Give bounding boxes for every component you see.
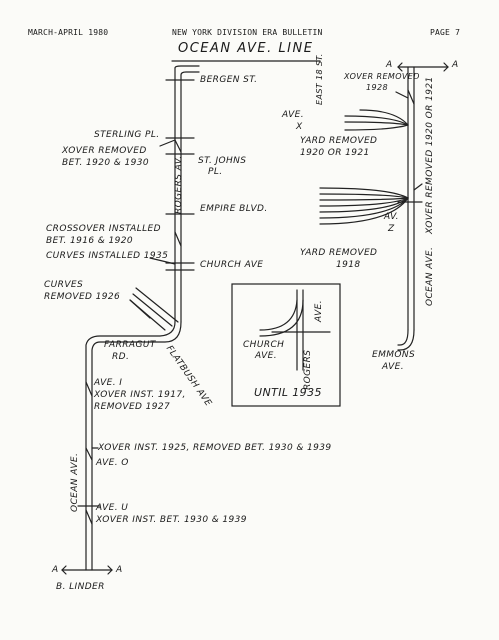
label-church-ave: CHURCH AVE: [200, 260, 264, 270]
track-right-end-a: [397, 329, 409, 346]
label-section-a-top-right: A: [452, 60, 459, 70]
arrow-sterling: [159, 139, 176, 147]
label-1928: 1928: [366, 83, 388, 92]
label-removed-1927: REMOVED 1927: [94, 402, 171, 412]
label-ave-u: AVE. U: [96, 503, 129, 513]
label-ave-z: AV.: [384, 212, 399, 222]
label-inset-ave: AVE.: [314, 299, 324, 322]
track-curve-right: [91, 321, 182, 571]
label-inset-rogers: ROGERS: [303, 349, 313, 390]
yard-z-lead-3: [319, 197, 409, 201]
label-crossover-installed: CROSSOVER INSTALLED: [46, 224, 161, 234]
xover-sterling: [174, 139, 182, 153]
track-right-end-b: [397, 329, 415, 351]
label-yard-removed-1920: YARD REMOVED: [300, 136, 378, 146]
xover-ave-o: [85, 447, 93, 461]
arrow-curves-installed: [149, 257, 176, 265]
label-bet-1916-1920: BET. 1916 & 1920: [46, 236, 133, 246]
section-arrow-top-left: [397, 62, 403, 72]
label-curves-installed: CURVES INSTALLED 1935: [46, 251, 169, 261]
label-st-johns-pl: PL.: [208, 167, 223, 177]
label-author: B. LINDER: [56, 582, 105, 592]
label-xover-inst-1930: XOVER INST. BET. 1930 & 1939: [96, 515, 247, 525]
section-arrow-top-right: [443, 62, 449, 72]
header-date: MARCH-APRIL 1980: [28, 28, 109, 37]
xover-east-18: [407, 89, 415, 105]
label-ocean-ave-left: OCEAN AVE.: [70, 452, 80, 512]
flatbush-line-b: [132, 293, 173, 327]
section-arrow-bottom-right: [107, 565, 113, 575]
diagram-title: OCEAN AVE. LINE: [178, 41, 314, 56]
yard-x-lead-1: [359, 109, 409, 126]
track-curve-left: [85, 321, 176, 571]
label-section-a-top-left: A: [386, 60, 393, 70]
header-page-number: PAGE 7: [430, 28, 461, 37]
yard-z-lead-4: [319, 197, 409, 207]
xover-rogers: [174, 231, 182, 247]
arrow-xover-right: [413, 183, 423, 191]
label-section-a-left: A: [52, 565, 59, 575]
label-bet-1920-1930: BET. 1920 & 1930: [62, 158, 149, 168]
label-xover-inst-1925: XOVER INST. 1925, REMOVED BET. 1930 & 19…: [98, 443, 332, 453]
flatbush-line-c: [135, 287, 179, 323]
label-xover-removed-1920: XOVER REMOVED: [62, 146, 147, 156]
label-xover-inst-1917: XOVER INST. 1917,: [94, 390, 186, 400]
yard-z-lead-7: [319, 197, 409, 225]
label-ocean-ave-right: OCEAN AVE.: [425, 246, 435, 306]
label-emmons-ave: AVE.: [382, 362, 405, 372]
label-east-18-st: EAST 18 ST.: [315, 53, 324, 105]
label-bergen-st: BERGEN ST.: [200, 75, 258, 85]
label-inset-church: CHURCH: [243, 340, 285, 350]
label-until-1935: UNTIL 1935: [254, 386, 322, 399]
label-st-johns: ST. JOHNS: [198, 156, 247, 166]
xover-ave-u: [85, 509, 93, 525]
track-top-bend-right: [180, 71, 200, 76]
label-farragut: FARRAGUT: [104, 340, 156, 350]
yard-z-lead-2: [319, 193, 409, 199]
label-1920-or-1921: 1920 OR 1921: [300, 148, 370, 158]
label-1918: 1918: [336, 260, 361, 270]
label-emmons: EMMONS: [372, 350, 416, 360]
label-inset-church-ave: AVE.: [255, 351, 278, 361]
track-top-bend-left: [174, 65, 200, 69]
xover-ave-i: [85, 381, 93, 397]
inset-curve-a: [259, 299, 298, 331]
label-ave-x-letter: X: [296, 122, 303, 132]
yard-z-lead-5: [319, 197, 409, 213]
header-publication: NEW YORK DIVISION ERA BULLETIN: [172, 28, 323, 37]
label-ave-z-letter: Z: [388, 224, 395, 234]
label-section-a-right: A: [116, 565, 123, 575]
label-ave-o: AVE. O: [96, 458, 129, 468]
label-ave-x: AVE.: [282, 110, 305, 120]
yard-x-lead-4: [344, 124, 409, 131]
label-rogers-av: ROGERS AV.: [174, 155, 184, 214]
section-arrow-bottom-left: [61, 565, 67, 575]
label-yard-removed-1918: YARD REMOVED: [300, 248, 378, 258]
label-xover-removed-1928: XOVER REMOVED: [344, 72, 420, 81]
yard-x-lead-2: [344, 115, 409, 126]
yard-z-lead-1: [319, 187, 409, 199]
label-removed-1926: REMOVED 1926: [44, 292, 121, 302]
label-sterling-pl: STERLING PL.: [94, 130, 160, 140]
label-ave-i: AVE. I: [94, 378, 123, 388]
label-curves: CURVES: [44, 280, 84, 290]
inset-curve-b: [259, 299, 304, 337]
label-farragut-rd: RD.: [112, 352, 130, 362]
label-empire-blvd: EMPIRE BLVD.: [200, 204, 268, 214]
label-xover-removed-right: XOVER REMOVED 1920 OR 1921: [425, 76, 435, 234]
inset-frame: [231, 283, 341, 407]
arrow-curves-removed: [129, 299, 151, 319]
arrow-xover-1928: [395, 91, 409, 99]
yard-x-lead-3: [344, 121, 409, 126]
